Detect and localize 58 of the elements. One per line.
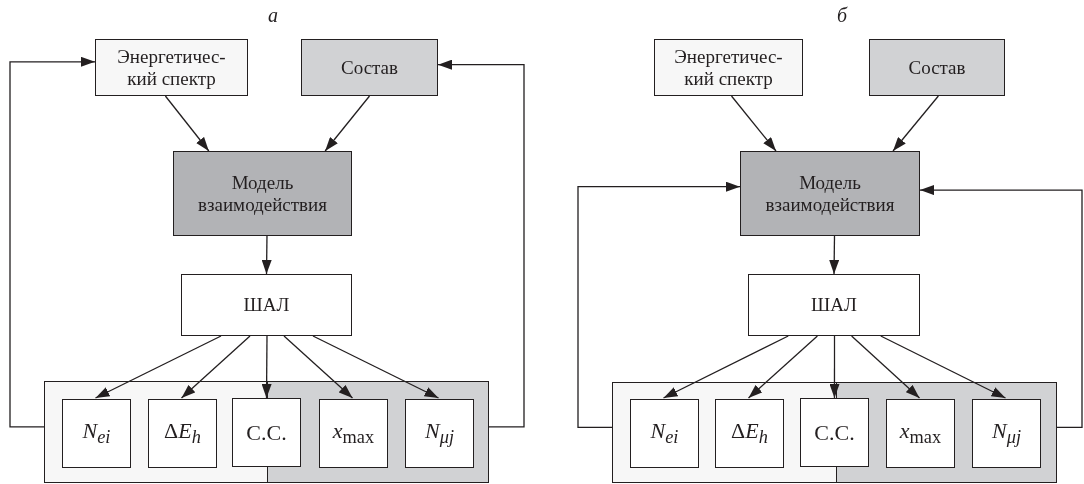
parameter-label: N$_{μj}$ [992,418,1021,449]
parameter-label: N$_{μj}$ [425,418,454,449]
arrow [437,59,525,428]
parameter-label: С.С. [814,419,855,446]
parameter-label: N$_{ei}$ [82,418,111,449]
parameter-box [319,399,388,468]
box-label: Состав [341,56,398,79]
arrow [283,335,354,399]
parameter-box [405,399,474,468]
parameter-box [148,399,217,468]
process-box [95,39,248,96]
parameter-label: N$_{ei}$ [650,418,679,449]
parameter-box [886,399,955,468]
arrow [829,235,840,275]
arrow [94,335,222,399]
process-box [869,39,1005,96]
parameter-box [800,398,869,467]
process-box [301,39,438,96]
process-box [740,151,920,236]
process-box [181,274,352,336]
arrow [324,95,371,152]
parameter-box [62,399,131,468]
box-label: Энергетичес- кий спектр [116,45,227,90]
process-box [173,151,352,236]
arrow [312,335,440,399]
arrow [261,335,272,399]
panel-label: а [268,4,278,27]
arrow [9,56,96,428]
process-box [748,274,920,336]
arrow [261,235,272,275]
parameter-label: x$_{max}$ [332,418,375,449]
arrow [850,335,921,399]
parameter-label: ΔE$_{h}$ [164,418,201,449]
arrow [577,181,741,429]
arrow [662,335,789,399]
box-label: Модель взаимодействия [764,171,896,216]
arrow [747,335,819,399]
box-label: Состав [908,56,966,79]
panel-label: б [837,4,848,27]
box-label: ШАЛ [811,294,857,316]
parameter-box [630,399,699,468]
box-label: Модель взаимодействия [197,171,328,216]
arrow [730,95,777,152]
parameter-box [232,398,301,467]
parameter-box [972,399,1041,468]
arrow [180,335,251,399]
parameter-box [715,399,784,468]
arrow [892,95,939,152]
parameter-label: ΔE$_{h}$ [731,418,768,449]
arrow [919,185,1083,429]
parameter-label: С.С. [246,419,287,446]
arrow [880,335,1007,399]
box-label: Энергетичес- кий спектр [673,45,784,90]
parameter-label: x$_{max}$ [899,418,942,449]
arrow [164,95,210,152]
arrow [829,335,840,399]
box-label: ШАЛ [243,294,290,316]
process-box [654,39,803,96]
